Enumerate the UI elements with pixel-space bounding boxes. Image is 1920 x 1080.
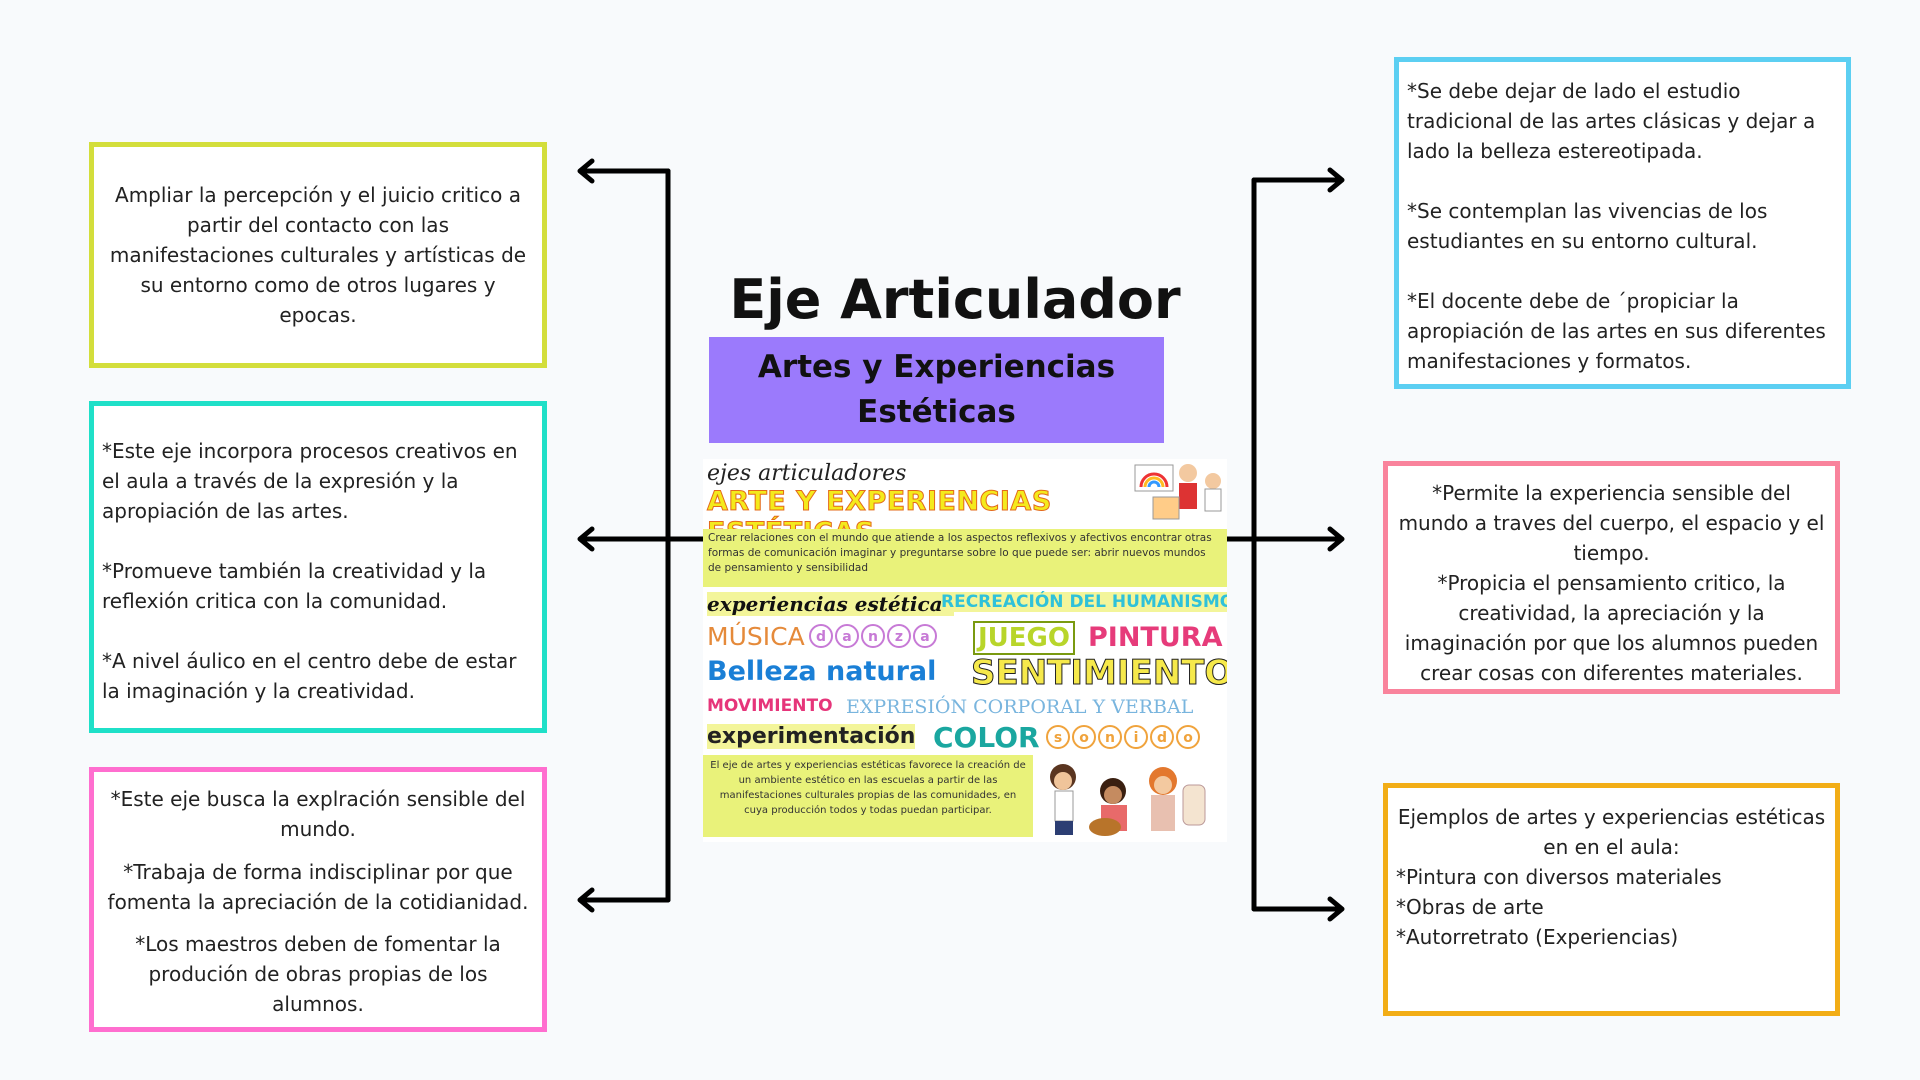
- danza-letter: n: [861, 624, 885, 648]
- danza-letter: a: [913, 624, 937, 648]
- musicians-illustration-icon: [1050, 764, 1206, 836]
- box-heading: Ejemplos de artes y experiencias estétic…: [1397, 805, 1826, 859]
- box-procesos-creativos: *Este eje incorpora procesos creativos e…: [89, 401, 547, 733]
- word-sentimientos: SENTIMIENTOS: [971, 653, 1227, 694]
- box-text: *El docente debe de ´propiciar la apropi…: [1407, 289, 1826, 373]
- sonido-letter: d: [1150, 725, 1174, 749]
- sonido-letter: o: [1176, 725, 1200, 749]
- sonido-letter: i: [1124, 725, 1148, 749]
- danza-letter: z: [887, 624, 911, 648]
- left-arrow-top: [577, 158, 671, 184]
- poster-image: ejes articuladores ARTE Y EXPERIENCIAS E…: [703, 459, 1227, 842]
- sonido-letter: s: [1046, 725, 1070, 749]
- box-experiencia-sensible: *Permite la experiencia sensible del mun…: [1383, 461, 1840, 694]
- right-arrow-top: [1251, 167, 1345, 193]
- box-text: *Este eje incorpora procesos creativos e…: [102, 439, 518, 523]
- box-text: *Se debe dejar de lado el estudio tradic…: [1407, 79, 1816, 163]
- diagram-title: Eje Articulador: [729, 268, 1181, 331]
- box-text: *Permite la experiencia sensible del mun…: [1398, 481, 1825, 565]
- word-movimiento: MOVIMIENTO: [707, 696, 833, 716]
- danza-letter: a: [835, 624, 859, 648]
- poster-description: Crear relaciones con el mundo que atiend…: [703, 529, 1227, 587]
- right-arrow-mid: [1224, 526, 1345, 552]
- box-text: *Trabaja de forma indisciplinar por que …: [107, 859, 529, 914]
- box-item: *Pintura con diversos materiales: [1396, 865, 1722, 889]
- word-belleza: Belleza natural: [707, 656, 937, 687]
- word-experiencias: experiencias estéticas: [707, 592, 954, 616]
- box-item: *Autorretrato (Experiencias): [1396, 925, 1679, 949]
- left-arrow-bottom: [577, 887, 671, 913]
- left-arrow-mid: [577, 526, 706, 552]
- word-recreacion: RECREACIÓN DEL HUMANISMO: [941, 592, 1227, 612]
- box-ejemplos: Ejemplos de artes y experiencias estétic…: [1383, 783, 1840, 1016]
- box-text: *Promueve también la creatividad y la re…: [102, 559, 487, 613]
- sonido-letter: n: [1098, 725, 1122, 749]
- word-color: COLOR: [933, 721, 1040, 754]
- sonido-letter: o: [1072, 725, 1096, 749]
- box-text: *Se contemplan las vivencias de los estu…: [1407, 199, 1768, 253]
- diagram-subtitle: Artes y Experiencias Estéticas: [709, 337, 1164, 443]
- box-estudio-tradicional: *Se debe dejar de lado el estudio tradic…: [1394, 57, 1851, 389]
- poster-kicker: ejes articuladores: [707, 461, 907, 486]
- danza-letter: d: [809, 624, 833, 648]
- word-expresion: EXPRESIÓN CORPORAL Y VERBAL: [846, 696, 1194, 718]
- box-ampliar-percepcion: Ampliar la percepción y el juicio critic…: [89, 142, 547, 368]
- box-text: *A nivel áulico en el centro debe de est…: [102, 649, 517, 703]
- box-text: Ampliar la percepción y el juicio critic…: [109, 183, 527, 327]
- right-arrow-bottom: [1251, 896, 1345, 922]
- word-juego: JUEGO: [973, 621, 1075, 655]
- box-text: *Este eje busca la explración sensible d…: [110, 787, 526, 841]
- word-pintura: PINTURA: [1088, 622, 1223, 653]
- box-exploracion-sensible: *Este eje busca la explración sensible d…: [89, 767, 547, 1032]
- box-item: *Obras de arte: [1396, 895, 1544, 919]
- box-text: *Los maestros deben de fomentar la produ…: [135, 932, 501, 1016]
- box-text: *Propicia el pensamiento critico, la cre…: [1404, 571, 1819, 685]
- word-experimentacion: experimentación: [707, 724, 916, 749]
- word-musica: MÚSICA: [707, 622, 805, 651]
- children-illustration-icon: [1134, 464, 1222, 520]
- poster-footer: El eje de artes y experiencias estéticas…: [703, 755, 1033, 837]
